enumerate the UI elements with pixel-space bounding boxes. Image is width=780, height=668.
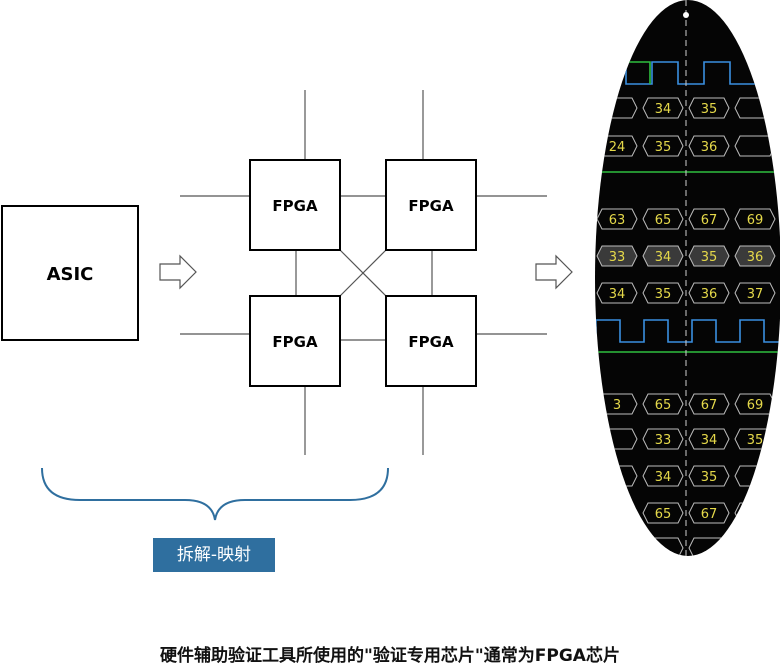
bus-value: 69 [747,398,764,413]
bus-cell [688,393,730,415]
fpga-block-bottom-right: FPGA [385,295,477,387]
fpga-label: FPGA [408,197,454,215]
asic-label: ASIC [47,264,94,285]
bus-cell [642,208,684,230]
bus-value: 65 [655,507,672,522]
bus-cell [734,245,776,267]
cursor-marker-icon [683,12,689,18]
bus-cell [642,97,684,119]
bus-cell [688,465,730,487]
bus-value: 3 [613,398,621,413]
bus-value: 35 [655,140,672,155]
bus-cell [642,428,684,450]
fpga-label: FPGA [408,333,454,351]
bus-cell [596,537,638,556]
bus-value: 65 [655,398,672,413]
bus-cell [642,502,684,524]
bus-value: 34 [655,250,672,265]
bus-value: 34 [701,433,718,448]
bus-cell [642,135,684,157]
bus-value: 63 [609,213,626,228]
fpga-label: FPGA [272,333,318,351]
bus-value: 67 [701,507,718,522]
asic-block: ASIC [1,205,139,341]
clock-signal [595,319,780,343]
bus-cell [596,502,638,524]
bus-cell [688,245,730,267]
waveform-viewer: 34 35 24 35 36 63 65 67 69 33 34 35 36 34 35 36 37 3 65 67 6… [595,0,780,556]
fpga-interconnect [180,90,547,455]
bus-cell [642,393,684,415]
bus-cell [596,282,638,304]
bus-value: 36 [701,140,718,155]
mapping-label: 拆解-映射 [153,538,275,572]
bus-cell [734,208,776,230]
bus-value: 33 [609,250,626,265]
brace-icon [41,467,389,521]
fpga-block-top-right: FPGA [385,159,477,251]
figure-caption: 硬件辅助验证工具所使用的"验证专用芯片"通常为FPGA芯片 [160,646,620,666]
bus-cell [688,135,730,157]
fpga-block-top-left: FPGA [249,159,341,251]
bus-value: 35 [701,250,718,265]
bus-cell [688,97,730,119]
bus-value: 35 [701,102,718,117]
bus-cell [642,282,684,304]
bus-cell [642,245,684,267]
bus-value: 37 [747,287,764,302]
bus-cell [688,282,730,304]
fpga-label: FPGA [272,197,318,215]
bus-value: 34 [655,102,672,117]
bus-value: 35 [747,433,764,448]
right-arrow-icon [159,254,197,290]
bus-value: 67 [701,213,718,228]
fpga-block-bottom-left: FPGA [249,295,341,387]
bus-value: 65 [655,213,672,228]
bus-value: 67 [701,398,718,413]
bus-value: 34 [655,470,672,485]
bus-value: 35 [655,287,672,302]
right-arrow-icon [535,254,573,290]
bus-cell [688,502,730,524]
bus-cell [642,465,684,487]
bus-cell [688,208,730,230]
bus-cell [688,428,730,450]
bus-value: 69 [747,213,764,228]
bus-value: 24 [609,140,626,155]
bus-cell [734,282,776,304]
bus-value: 33 [655,433,672,448]
bus-cell [734,537,776,556]
bus-value: 35 [701,470,718,485]
bus-value: 34 [609,287,626,302]
bus-value: 36 [701,287,718,302]
bus-cell [596,245,638,267]
bus-value: 36 [747,250,764,265]
